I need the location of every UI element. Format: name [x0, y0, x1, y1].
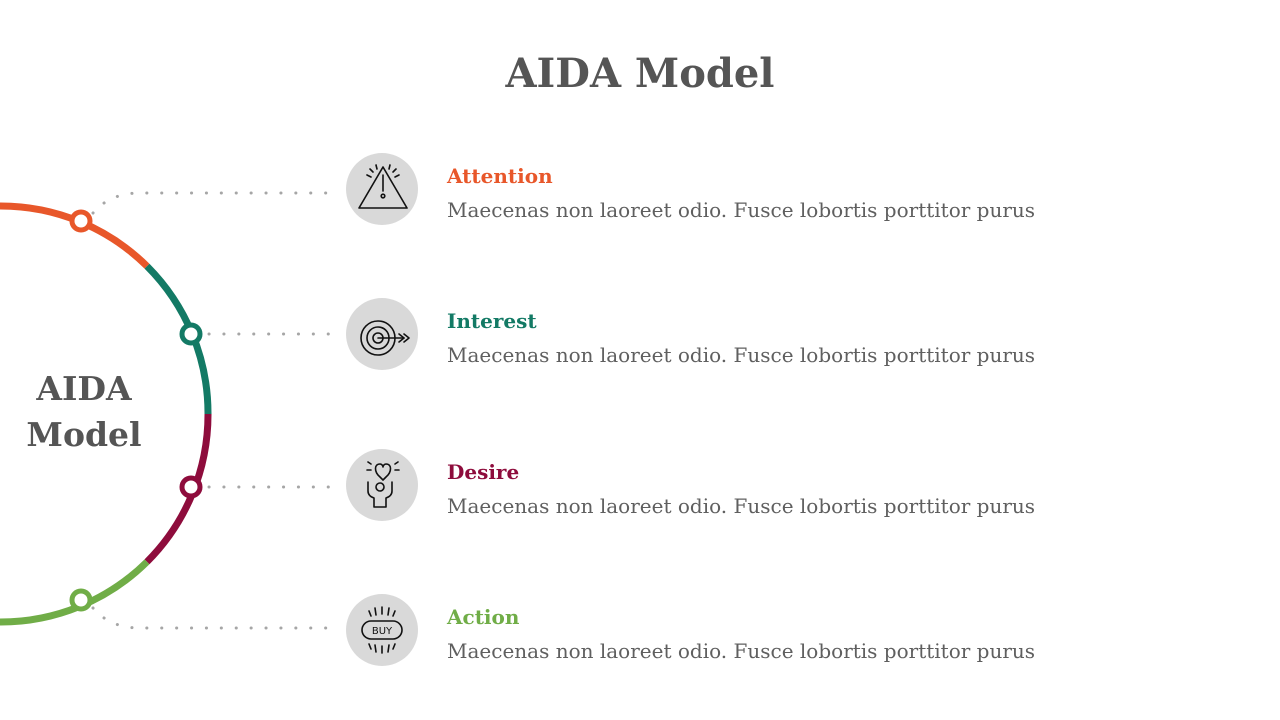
connector-attention — [91, 191, 334, 215]
desire-icon-badge — [346, 449, 418, 521]
step-description-interest: Maecenas non laoreet odio. Fusce loborti… — [447, 343, 1036, 367]
center-label-line2: Model — [26, 415, 142, 454]
step-description-action: Maecenas non laoreet odio. Fusce loborti… — [447, 639, 1036, 663]
step-title-action: Action — [447, 605, 520, 629]
step-description-attention: Maecenas non laoreet odio. Fusce loborti… — [447, 198, 1036, 222]
connector-action — [91, 606, 334, 630]
step-title-interest: Interest — [447, 309, 537, 333]
heart-hands-icon — [366, 461, 400, 508]
center-label: AIDA Model — [0, 366, 168, 458]
step-description-desire: Maecenas non laoreet odio. Fusce loborti… — [447, 494, 1036, 518]
warning-icon — [358, 164, 408, 209]
center-label-line1: AIDA — [36, 369, 132, 408]
buy-icon: BUY — [361, 606, 403, 654]
action-icon-badge: BUY — [346, 594, 418, 666]
svg-text:BUY: BUY — [372, 626, 393, 637]
interest-icon-badge — [346, 298, 418, 370]
step-title-desire: Desire — [447, 460, 520, 484]
node-interest — [179, 322, 203, 346]
target-icon — [360, 320, 410, 356]
attention-icon-badge — [346, 153, 418, 225]
node-attention — [69, 209, 93, 233]
node-action — [69, 588, 93, 612]
step-title-attention: Attention — [447, 164, 553, 188]
page-title: AIDA Model — [505, 50, 775, 97]
node-desire — [179, 475, 203, 499]
